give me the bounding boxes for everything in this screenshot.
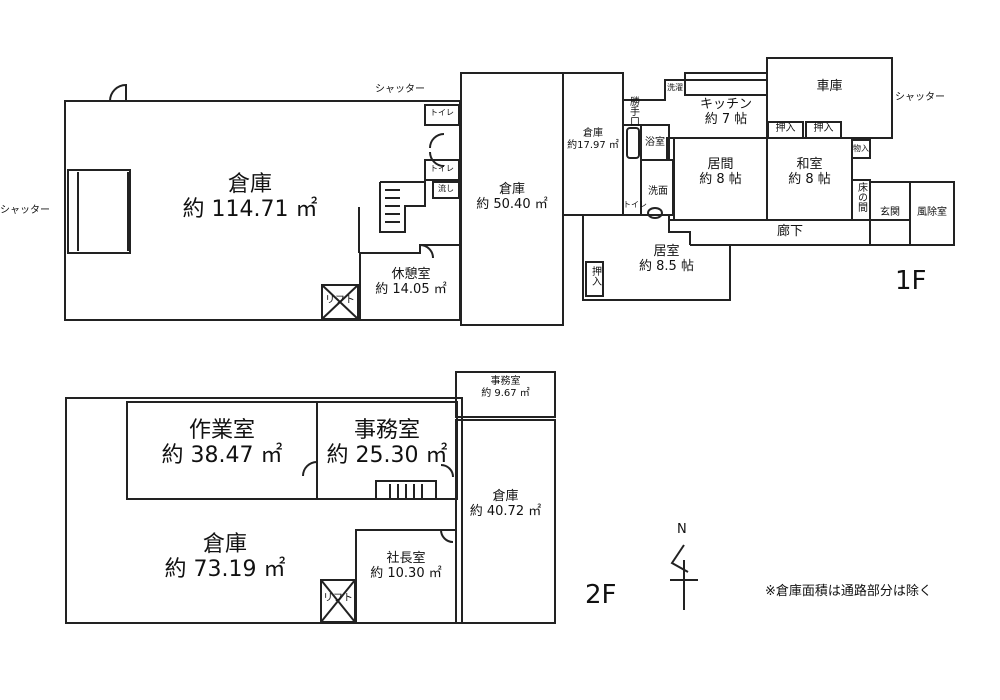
room-name: 居室 (653, 244, 680, 259)
floor-label-2f: 2F (585, 580, 617, 610)
room-name: 社長室 (386, 551, 426, 566)
room-name: 休憩室 (391, 267, 431, 282)
floor-label-1f: 1F (895, 266, 927, 296)
room-2f-warehouse-main: 倉庫 約 73.19 ㎡ (130, 532, 320, 583)
room-name: 倉庫 (498, 182, 525, 197)
oshiire-3: 押入 (589, 266, 601, 286)
room-name: 和室 (796, 157, 823, 172)
room-name: 作業室 (188, 418, 255, 443)
room-area: 約 73.19 ㎡ (164, 557, 286, 583)
room-name: 倉庫 (583, 128, 603, 139)
room-2f-warehouse-east: 倉庫 約 40.72 ㎡ (456, 489, 555, 520)
toilet-1f-2: トイレ (430, 164, 454, 173)
room-2f-office-main: 事務室 約 25.30 ㎡ (317, 418, 457, 469)
back-door: 勝手口 (627, 96, 639, 126)
room-area: 約 7 帖 (704, 111, 748, 127)
area-note: ※倉庫面積は通路部分は除く (765, 584, 932, 599)
room-name: キッチン (699, 97, 752, 112)
room-area: 約 8 帖 (788, 171, 831, 187)
sink-1f: 流し (438, 184, 454, 193)
wall-2f-president-room (355, 529, 457, 624)
room-area: 約 38.47 ㎡ (161, 443, 283, 469)
room-area: 約 14.05 ㎡ (375, 281, 447, 297)
windbreak-room: 風除室 (917, 207, 947, 218)
room-1f-warehouse-main: 倉庫 約 114.71 ㎡ (160, 172, 340, 223)
room-name: 事務室 (353, 418, 420, 443)
room-1f-warehouse-small: 倉庫 約17.97 ㎡ (560, 128, 626, 151)
tokonoma: 床の間 (855, 182, 867, 212)
room-1f-rest-room: 休憩室 約 14.05 ㎡ (362, 267, 460, 298)
room-1f-garage: 車庫 (816, 79, 843, 94)
room-1f-warehouse-mid: 倉庫 約 50.40 ㎡ (461, 182, 563, 213)
corridor: 廊下 (776, 224, 803, 239)
room-name: 居間 (707, 157, 734, 172)
room-2f-president-room: 社長室 約 10.30 ㎡ (356, 551, 456, 582)
oshiire-1: 押入 (775, 123, 796, 134)
shutter-label-left: シャッター (0, 205, 50, 216)
bath: 浴室 (645, 137, 665, 148)
room-name: 事務室 (490, 376, 521, 387)
room-1f-washitsu: 和室 約 8 帖 (767, 157, 852, 188)
wall-2f-warehouse-east (455, 419, 556, 624)
toilet-1f-3: トイレ (623, 200, 647, 209)
room-area: 約 8 帖 (699, 171, 742, 187)
wall-1f-shutter-bay (67, 169, 131, 254)
room-area: 約 50.40 ㎡ (476, 196, 548, 212)
room-area: 約 10.30 ㎡ (370, 565, 442, 581)
room-name: 倉庫 (202, 532, 247, 557)
lift-1f: リフト (325, 295, 355, 306)
room-1f-kitchen: キッチン 約 7 帖 (685, 97, 767, 128)
room-area: 約 9.67 ㎡ (481, 387, 530, 399)
room-area: 約 40.72 ㎡ (469, 503, 542, 519)
compass-north-label: N (677, 522, 687, 537)
washroom: 洗面 (648, 186, 668, 197)
laundry: 洗濯 (667, 83, 683, 92)
room-2f-office-small: 事務室 約 9.67 ㎡ (456, 376, 555, 399)
room-1f-living: 居間 約 8 帖 (674, 157, 767, 188)
room-name: 倉庫 (227, 172, 272, 197)
room-area: 約 114.71 ㎡ (182, 197, 318, 223)
toilet-1f-1: トイレ (430, 108, 454, 117)
lift-2f: リフト (323, 593, 353, 604)
wall-2f-warehouse-main (65, 397, 463, 624)
shutter-label-top: シャッター (375, 84, 425, 95)
entrance: 玄関 (880, 207, 900, 218)
room-area: 約 25.30 ㎡ (326, 443, 448, 469)
storage-closet: 物入 (853, 144, 869, 153)
oshiire-2: 押入 (813, 123, 834, 134)
room-2f-workroom: 作業室 約 38.47 ㎡ (127, 418, 317, 469)
room-1f-bedroom: 居室 約 8.5 帖 (603, 244, 730, 275)
wall-2f-office-small (455, 371, 556, 418)
room-area: 約17.97 ㎡ (567, 139, 619, 151)
room-area: 約 8.5 帖 (639, 258, 694, 274)
room-name: 倉庫 (492, 489, 519, 504)
shutter-label-right: シャッター (895, 92, 945, 103)
